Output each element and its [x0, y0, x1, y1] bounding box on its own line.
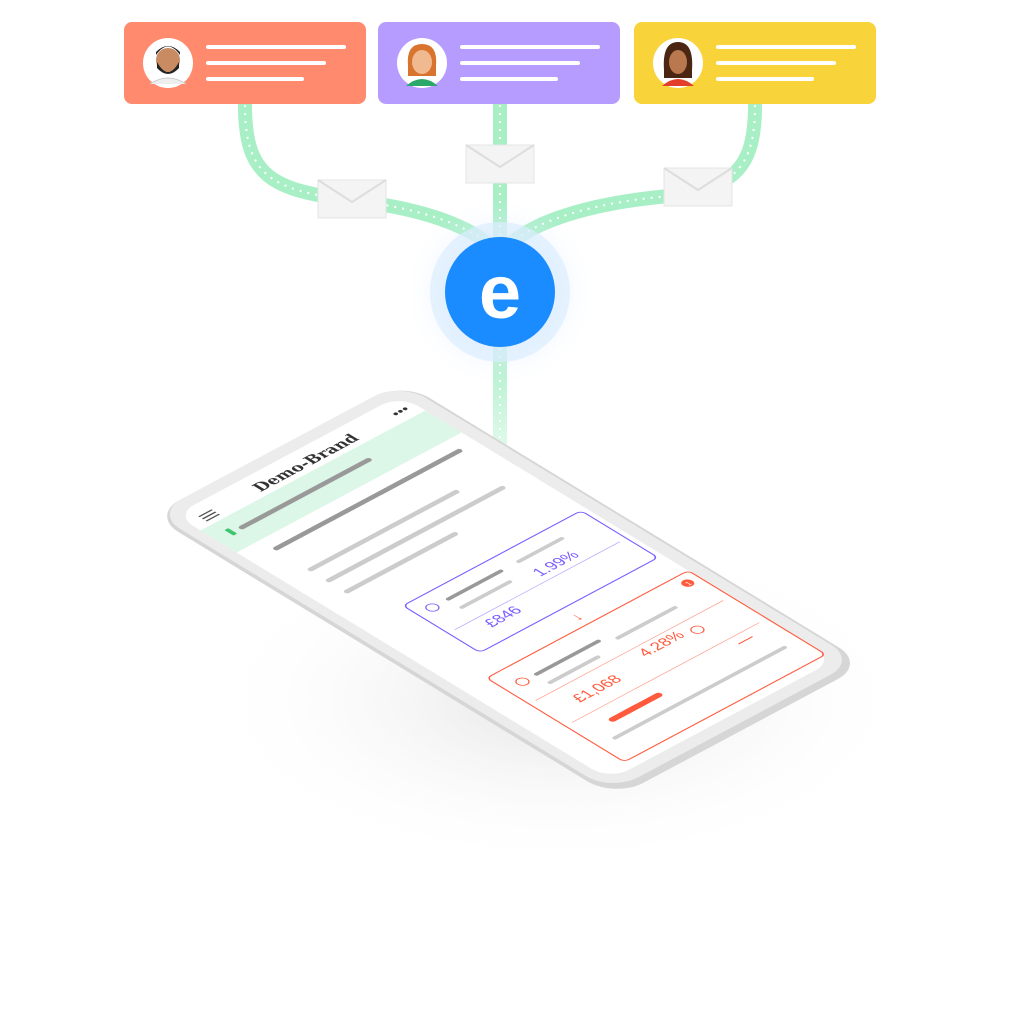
brand-logo: e	[408, 200, 592, 384]
play-icon	[425, 603, 440, 612]
envelope-icon	[465, 144, 535, 184]
contact-card-1[interactable]	[124, 22, 366, 104]
woman-red-hair-avatar	[397, 38, 447, 88]
notification-badge	[681, 579, 695, 587]
pencil-icon	[224, 528, 237, 536]
man-with-beard-avatar	[143, 38, 193, 88]
contact-card-2[interactable]	[378, 22, 620, 104]
envelope-icon	[317, 179, 387, 219]
svg-text:1: 1	[683, 580, 694, 587]
woman-dark-hair-avatar	[653, 38, 703, 88]
more-icon[interactable]	[392, 407, 408, 416]
arrow-down-icon: ↓	[567, 611, 587, 623]
logo-letter: e	[479, 250, 521, 335]
menu-icon[interactable]	[198, 509, 220, 522]
contact-card-3[interactable]	[634, 22, 876, 104]
phone: Demo-Brand 1.99% £846 ↓ 1	[167, 390, 850, 789]
envelope-icon	[663, 167, 733, 207]
progress-bar	[608, 692, 663, 722]
info-icon[interactable]	[688, 625, 706, 636]
rocket-icon	[515, 677, 530, 686]
